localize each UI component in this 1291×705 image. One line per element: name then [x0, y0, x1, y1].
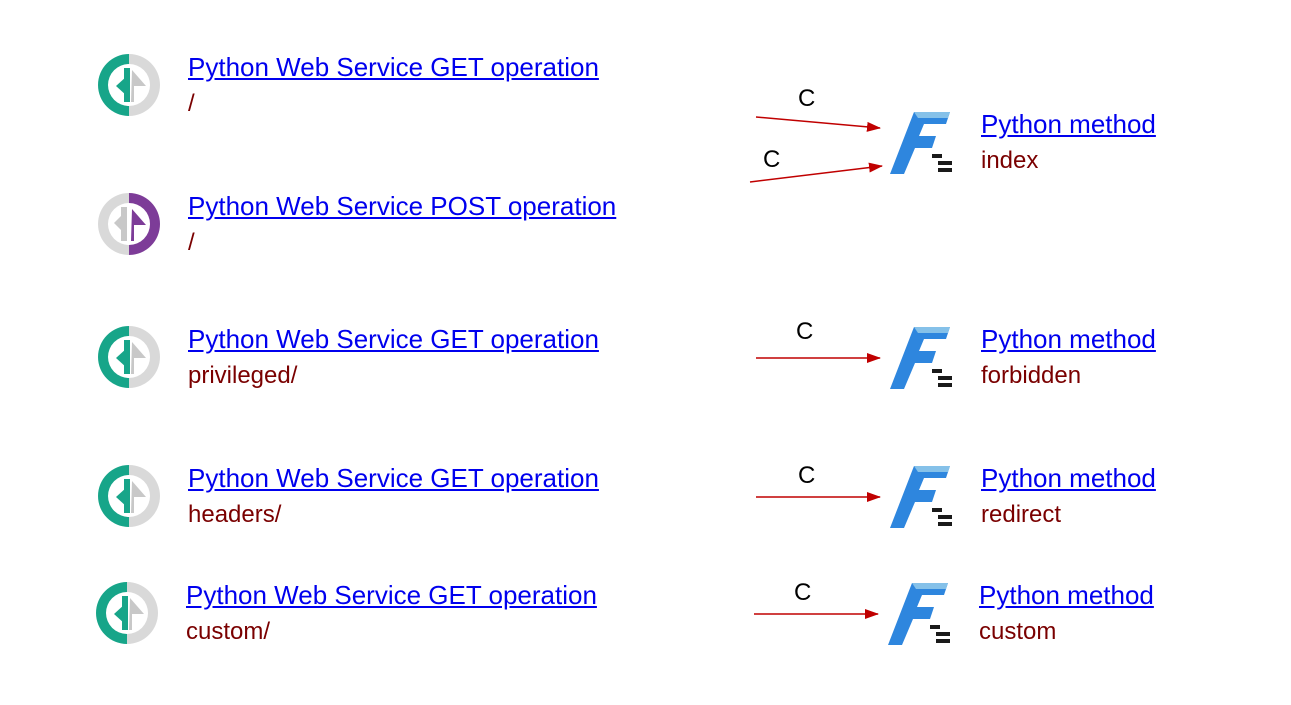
- web-service-operation-icon: [98, 193, 160, 255]
- method-link[interactable]: Python method: [981, 463, 1156, 493]
- web-service-operation-icon: [98, 326, 160, 388]
- operation-link[interactable]: Python Web Service GET operation: [188, 324, 599, 354]
- web-service-operation-icon: [96, 582, 158, 644]
- method-name: forbidden: [981, 362, 1082, 389]
- python-method-icon: [888, 583, 950, 645]
- web-service-operation-icon: [98, 465, 160, 527]
- python-method-icon: [890, 327, 952, 389]
- operation-path: custom/: [186, 618, 271, 645]
- operation-link[interactable]: Python Web Service GET operation: [188, 463, 599, 493]
- edge-label: C: [796, 318, 814, 345]
- method-name: redirect: [981, 501, 1062, 528]
- operation-path: /: [188, 229, 195, 256]
- python-method-icon: [890, 112, 952, 174]
- operation-link[interactable]: Python Web Service GET operation: [188, 52, 599, 82]
- method-link[interactable]: Python method: [979, 580, 1154, 610]
- python-method-icon: [890, 466, 952, 528]
- operation-path: privileged/: [188, 362, 298, 389]
- method-name: custom: [979, 618, 1057, 645]
- operation-link[interactable]: Python Web Service POST operation: [188, 191, 617, 221]
- operation-path: /: [188, 90, 195, 117]
- edge-get-root-to-index: [755, 116, 881, 132]
- operation-link[interactable]: Python Web Service GET operation: [186, 580, 597, 610]
- edge-label: C: [798, 85, 816, 112]
- method-link[interactable]: Python method: [981, 324, 1156, 354]
- edge-label: C: [763, 146, 781, 173]
- operation-path: headers/: [188, 501, 282, 528]
- method-link[interactable]: Python method: [981, 109, 1156, 139]
- method-name: index: [981, 147, 1039, 174]
- web-service-operation-icon: [98, 54, 160, 116]
- edge-label: C: [794, 579, 812, 606]
- edge-label: C: [798, 462, 816, 489]
